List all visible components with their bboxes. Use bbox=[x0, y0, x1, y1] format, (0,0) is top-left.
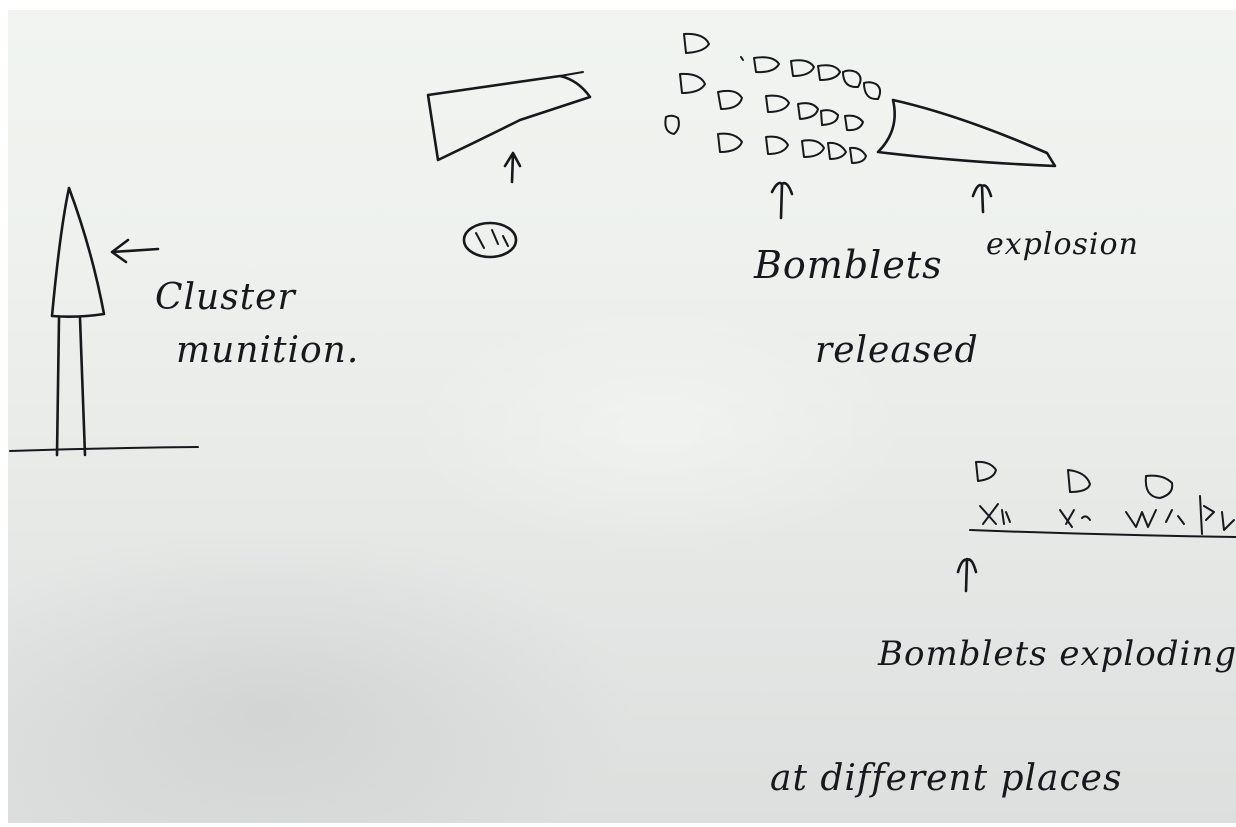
label-cluster-line1: Cluster bbox=[155, 277, 296, 318]
canister-drawing bbox=[426, 71, 592, 162]
label-bomblets-exploding-line2: at different places bbox=[770, 758, 1122, 799]
opened-canister-drawing bbox=[876, 98, 1057, 168]
label-bomblets-released-line2: released bbox=[815, 330, 979, 371]
label-cluster-line2: munition. bbox=[176, 330, 359, 371]
canister-end-view bbox=[462, 221, 518, 259]
label-bomblets-released-line1: Bomblets bbox=[753, 243, 943, 287]
arrow-up-canister bbox=[503, 151, 522, 184]
label-bomblets-exploding-line1: Bomblets exploding bbox=[877, 634, 1236, 674]
released-bomblets-grid bbox=[664, 32, 882, 164]
exploding-bomblets-drawing bbox=[975, 460, 1235, 535]
arrow-up-exploding bbox=[956, 557, 978, 593]
cluster-munition-drawing bbox=[50, 186, 106, 457]
arrow-up-bomblets bbox=[770, 181, 794, 220]
ground-line bbox=[9, 446, 199, 452]
ground-line-right bbox=[969, 529, 1236, 538]
label-explosion: explosion bbox=[986, 227, 1139, 262]
arrow-to-munition bbox=[110, 238, 160, 264]
arrow-up-explosion bbox=[971, 183, 993, 214]
